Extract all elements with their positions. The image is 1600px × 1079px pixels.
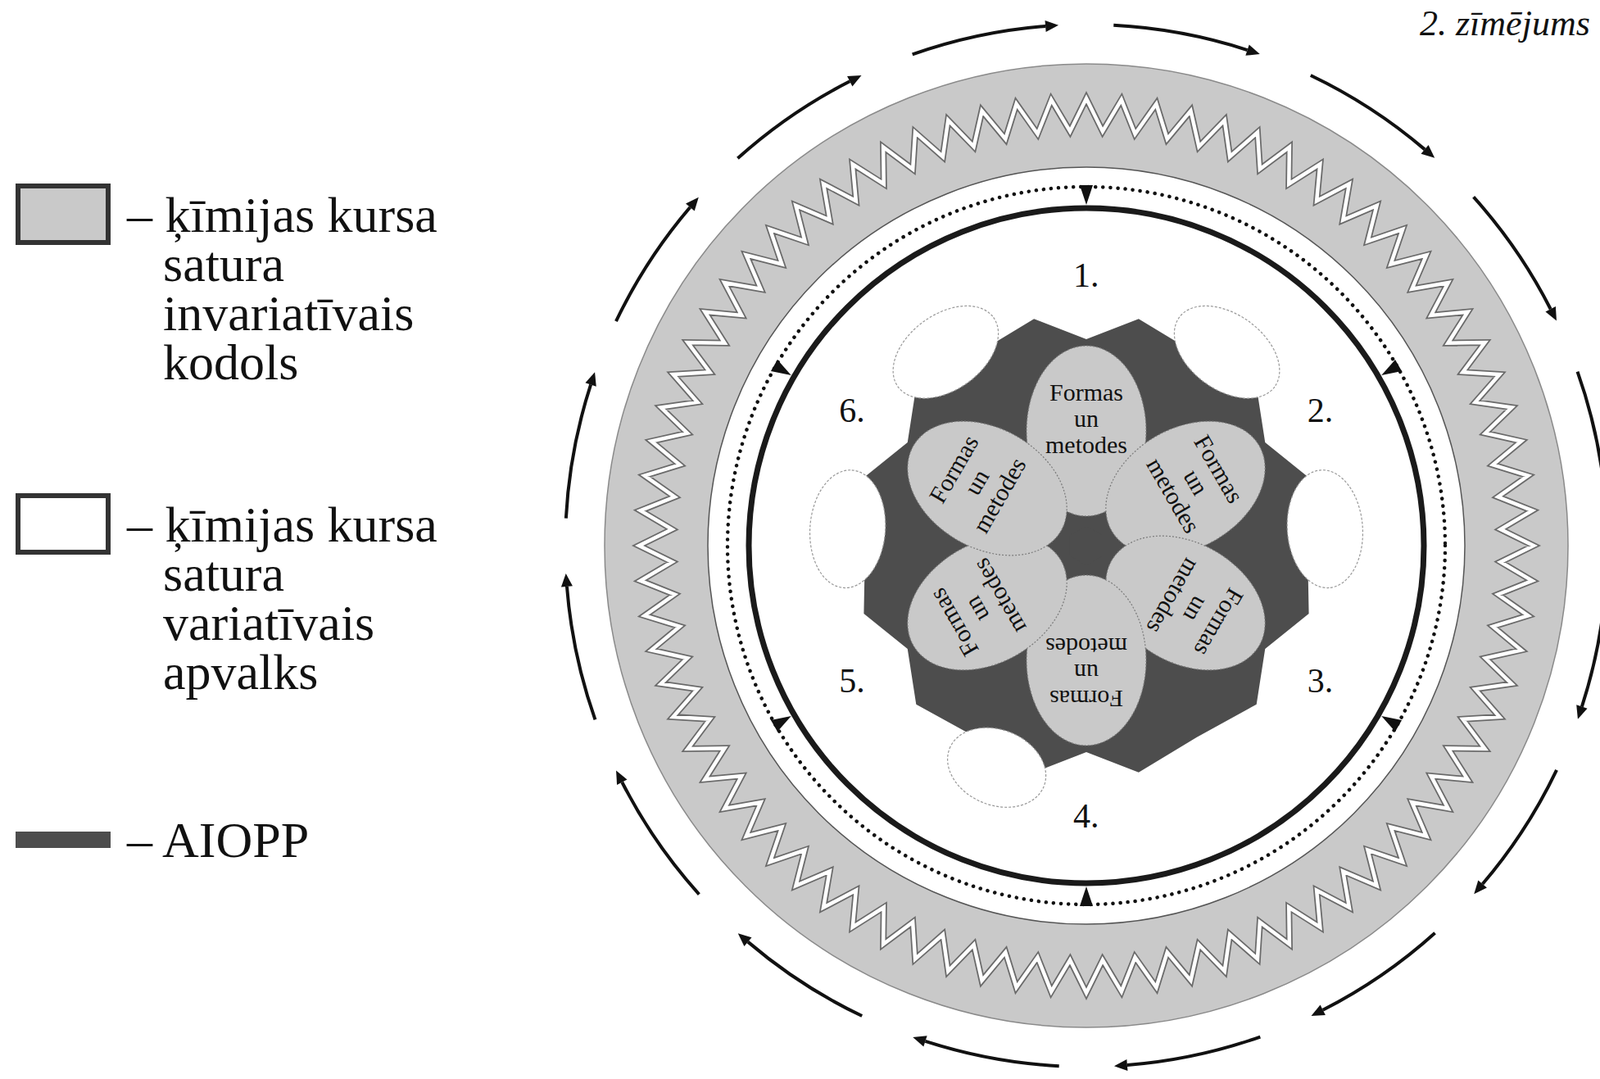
cycle-arrowhead — [561, 573, 573, 588]
inward-arrowhead — [770, 716, 792, 732]
cycle-arrow — [737, 81, 850, 159]
cycle-arrowhead — [738, 933, 753, 947]
inward-arrowhead — [1079, 185, 1093, 205]
inward-arrowhead — [770, 359, 792, 376]
legend-text: – ķīmijas kursa satura variatīvais apval… — [126, 499, 488, 697]
cycle-arrow — [1577, 371, 1600, 505]
cycle-arrow — [1310, 75, 1425, 150]
cycle-arrow — [747, 942, 862, 1016]
cycle-arrowhead — [912, 1035, 927, 1047]
cycle-arrow — [912, 26, 1046, 55]
cycle-arrowhead — [1545, 306, 1557, 321]
variative-blob — [806, 467, 890, 591]
legend-swatch — [15, 493, 111, 555]
cycle-arrowhead — [847, 75, 862, 87]
callout-number: 3. — [1307, 661, 1334, 700]
variative-blob — [1156, 286, 1297, 417]
legend-swatch — [15, 183, 111, 245]
inward-arrowhead — [1381, 716, 1402, 732]
legend-swatch — [15, 831, 111, 848]
callout-number: 5. — [838, 661, 866, 700]
aiopp-circle — [748, 208, 1424, 884]
callout-number: 2. — [1307, 391, 1334, 430]
legend-text: – ķīmijas kursa satura invariatīvais kod… — [126, 190, 488, 387]
variative-blob — [1282, 467, 1367, 591]
centre-hexagon — [1069, 525, 1104, 566]
cycle-arrow — [1482, 770, 1557, 884]
cycle-arrow — [1113, 25, 1247, 50]
petal-outline — [883, 394, 1091, 583]
ring-boundary — [707, 167, 1465, 925]
petal-text: Formas un metodes — [1040, 379, 1133, 458]
inward-arrowhead — [1079, 886, 1093, 907]
cycle-arrowhead — [1473, 880, 1487, 895]
cycle-arrowhead — [1421, 145, 1436, 159]
figure-label: 2. zīmējums — [1419, 3, 1591, 45]
cycle-arrow — [616, 207, 690, 322]
dotted-ring — [727, 186, 1446, 905]
variative-blob — [875, 286, 1016, 417]
cycle-arrow — [1581, 572, 1600, 707]
cycle-arrowhead — [584, 371, 596, 386]
legend-text: – AIOPP — [126, 815, 488, 865]
cycle-arrowhead — [616, 770, 628, 785]
cycle-arrowhead — [1576, 704, 1587, 719]
callout-number: 4. — [1073, 797, 1100, 835]
inward-arrowhead — [1381, 359, 1402, 376]
cycle-arrow — [1473, 196, 1551, 309]
cycle-arrowhead — [1114, 1059, 1129, 1071]
cycle-arrow — [1323, 933, 1436, 1011]
cycle-arrowhead — [1045, 20, 1060, 32]
cycle-arrow — [566, 384, 591, 518]
cycle-arrowhead — [1245, 44, 1260, 55]
variative-blob — [935, 713, 1058, 822]
cycle-arrowhead — [685, 197, 699, 212]
cycle-arrowhead — [1310, 1004, 1325, 1016]
zigzag-band — [639, 98, 1534, 993]
petal-text: Formas un metodes — [1040, 633, 1133, 712]
zigzag-band — [639, 98, 1534, 993]
cycle-arrow — [566, 586, 596, 720]
cycle-arrow — [621, 782, 699, 895]
cycle-arrow — [1127, 1037, 1261, 1066]
outer-ring — [604, 63, 1569, 1028]
cycle-arrow — [924, 1041, 1059, 1066]
callout-number: 1. — [1073, 256, 1100, 295]
callout-number: 6. — [838, 391, 866, 430]
